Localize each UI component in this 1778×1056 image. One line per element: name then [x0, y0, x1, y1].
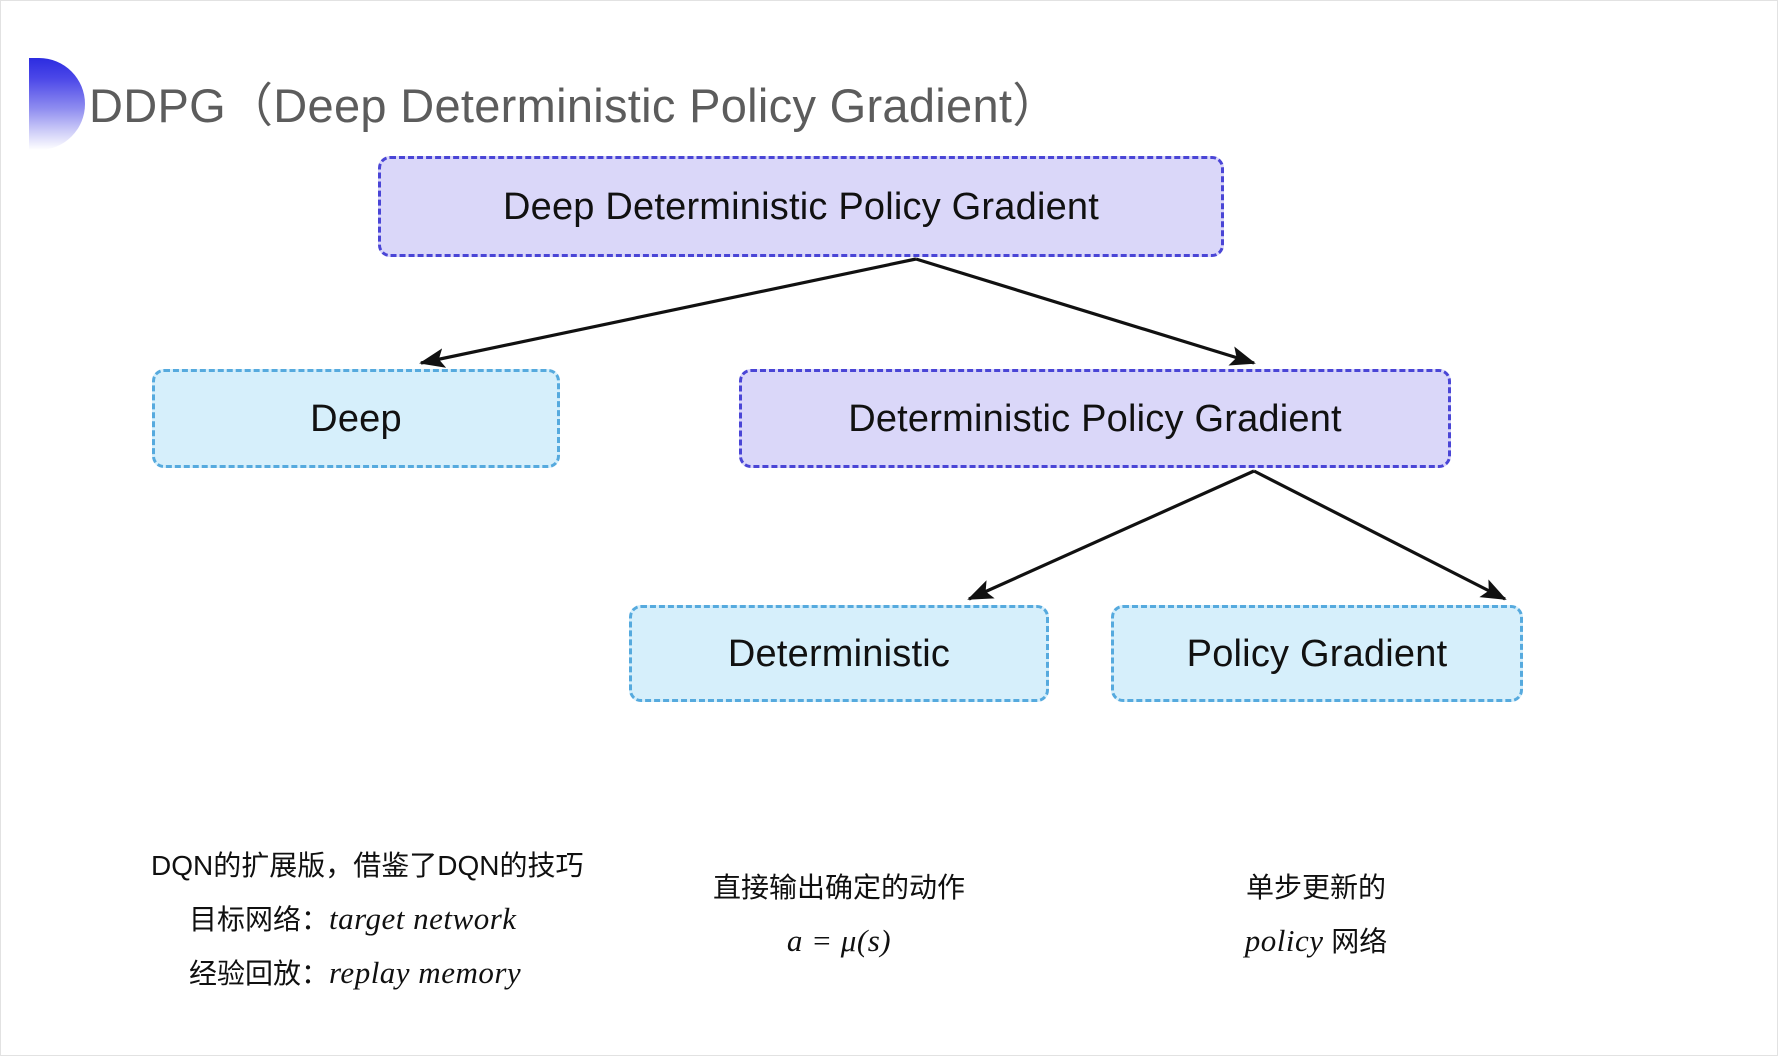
annotation-term-suffix: 网络 [1323, 926, 1388, 957]
annotation-deep: DQN的扩展版，借鉴了DQN的技巧 目标网络：target network 经验… [151, 839, 583, 1000]
node-deep-deterministic-policy-gradient[interactable]: Deep Deterministic Policy Gradient [378, 156, 1224, 257]
node-deterministic-policy-gradient[interactable]: Deterministic Policy Gradient [739, 369, 1451, 468]
half-circle-gradient-icon [29, 58, 85, 150]
annotation-policy-gradient: 单步更新的 policy 网络 [1156, 861, 1476, 968]
annotation-term: policy [1244, 923, 1324, 958]
node-label: Deterministic Policy Gradient [848, 397, 1342, 440]
annotation-line: 目标网络：target network [151, 892, 583, 946]
annotation-formula: a = μ(s) [786, 923, 892, 958]
node-deep[interactable]: Deep [152, 369, 560, 468]
annotation-line: 单步更新的 [1245, 872, 1386, 903]
edge-dpg-to-policy-gradient [1253, 469, 1507, 601]
node-label: Deep [310, 397, 402, 440]
annotation-label: 目标网络： [189, 904, 330, 935]
annotation-term: replay memory [329, 955, 522, 990]
edge-root-to-deep [419, 257, 917, 368]
annotation-deterministic: 直接输出确定的动作 a = μ(s) [679, 861, 999, 967]
annotation-label: 经验回放： [189, 958, 330, 989]
node-label: Deep Deterministic Policy Gradient [502, 185, 1100, 228]
edge-dpg-to-deterministic [967, 469, 1255, 601]
node-deterministic[interactable]: Deterministic [629, 605, 1049, 702]
edge-root-to-dpg [915, 257, 1256, 366]
node-label: Policy Gradient [1186, 632, 1448, 675]
annotation-line: policy 网络 [1156, 914, 1476, 968]
annotation-line: 经验回放：replay memory [151, 946, 583, 1000]
node-label: Deterministic [727, 632, 951, 675]
node-policy-gradient[interactable]: Policy Gradient [1111, 605, 1523, 702]
annotation-term: target network [329, 901, 517, 936]
annotation-line: 直接输出确定的动作 [712, 872, 965, 903]
annotation-line: DQN的扩展版，借鉴了DQN的技巧 [151, 850, 584, 881]
page-title: DDPG（Deep Deterministic Policy Gradient） [89, 79, 1060, 132]
